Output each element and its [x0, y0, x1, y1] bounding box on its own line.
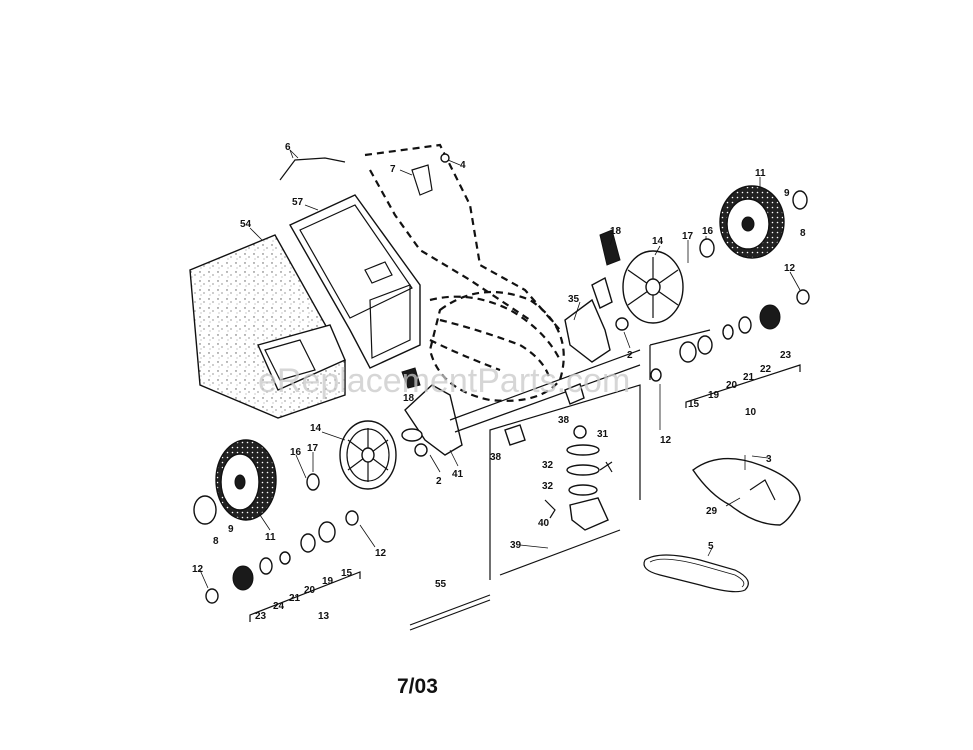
- label-part-9-right: 9: [784, 188, 790, 199]
- label-part-14-left: 14: [310, 423, 322, 434]
- label-part-21-bottom: 21: [289, 593, 301, 604]
- label-part-11-right: 11: [755, 168, 766, 179]
- label-part-31: 31: [597, 429, 609, 440]
- label-part-41: 41: [452, 469, 464, 480]
- label-part-12-bottom: 12: [192, 564, 204, 575]
- watermark: eReplacementParts.com: [258, 362, 630, 400]
- label-part-35: 35: [568, 294, 580, 305]
- right-gear-set: [649, 289, 810, 408]
- label-part-54: 54: [240, 219, 252, 230]
- label-part-32-b: 32: [542, 481, 554, 492]
- label-part-39: 39: [510, 540, 522, 551]
- rod-6: [279, 149, 346, 181]
- label-part-23-bottom: 23: [255, 611, 267, 622]
- grass-bag-54: [189, 234, 346, 419]
- label-part-17-left: 17: [307, 443, 319, 454]
- label-part-9-left: 9: [228, 524, 234, 535]
- transmission-assembly: [489, 383, 641, 580]
- left-wheel-11: [193, 439, 320, 525]
- right-wheel-11: [699, 185, 808, 259]
- label-part-16-right: 16: [702, 226, 714, 237]
- bag-frame-57: [289, 194, 421, 369]
- deck-outline: [428, 290, 565, 402]
- left-hub-plate-14: [339, 420, 397, 490]
- label-part-38-a: 38: [490, 452, 502, 463]
- label-part-29: 29: [706, 506, 718, 517]
- label-part-19-right: 19: [708, 390, 720, 401]
- label-part-18-left: 18: [403, 393, 415, 404]
- label-part-20-bottom: 20: [304, 585, 316, 596]
- axles: [409, 349, 641, 631]
- height-adjuster-35: [564, 229, 629, 363]
- label-part-2-left: 2: [436, 476, 442, 487]
- label-part-22-right: 22: [760, 364, 772, 375]
- label-part-20-right: 20: [726, 380, 738, 391]
- cover-29: [692, 455, 801, 526]
- label-part-5: 5: [708, 541, 714, 552]
- label-part-23-right: 23: [780, 350, 792, 361]
- label-part-8-right: 8: [800, 228, 806, 239]
- label-part-16-left: 16: [290, 447, 302, 458]
- label-part-24: 24: [273, 601, 285, 612]
- label-part-10: 10: [745, 407, 757, 418]
- bracket-7: [411, 153, 450, 196]
- label-part-12-mid: 12: [660, 435, 672, 446]
- label-part-12-right: 12: [784, 263, 796, 274]
- handle-assembly: [364, 143, 561, 381]
- label-part-21-right: 21: [743, 372, 755, 383]
- label-part-11-left: 11: [265, 532, 276, 543]
- belt-5: [643, 554, 749, 593]
- right-hub-plate-14: [622, 250, 684, 324]
- label-part-3: 3: [766, 454, 772, 465]
- label-part-55: 55: [435, 579, 447, 590]
- label-part-18-right: 18: [610, 226, 622, 237]
- left-gear-set: [205, 510, 361, 622]
- label-part-7: 7: [390, 164, 396, 175]
- part-labels: 6 7 4 54 57 11 9 8 16 17 14 18 12 35 2 1…: [192, 142, 806, 622]
- label-part-15-right: 15: [688, 399, 700, 410]
- label-part-14-right: 14: [652, 236, 664, 247]
- label-part-32-a: 32: [542, 460, 554, 471]
- label-part-57: 57: [292, 197, 304, 208]
- label-part-12-left: 12: [375, 548, 387, 559]
- height-adjuster-41: [401, 367, 463, 457]
- label-part-8-left: 8: [213, 536, 219, 547]
- label-part-4: 4: [460, 160, 466, 171]
- label-part-15-bottom: 15: [341, 568, 353, 579]
- label-part-40: 40: [538, 518, 550, 529]
- label-part-38-b: 38: [558, 415, 570, 426]
- label-part-19-bottom: 19: [322, 576, 334, 587]
- label-part-13: 13: [318, 611, 330, 622]
- label-part-6: 6: [285, 142, 291, 153]
- label-part-2-right: 2: [627, 350, 633, 361]
- label-part-17-right: 17: [682, 231, 694, 242]
- date-code: 7/03: [397, 675, 438, 698]
- leader-lines: [199, 149, 801, 589]
